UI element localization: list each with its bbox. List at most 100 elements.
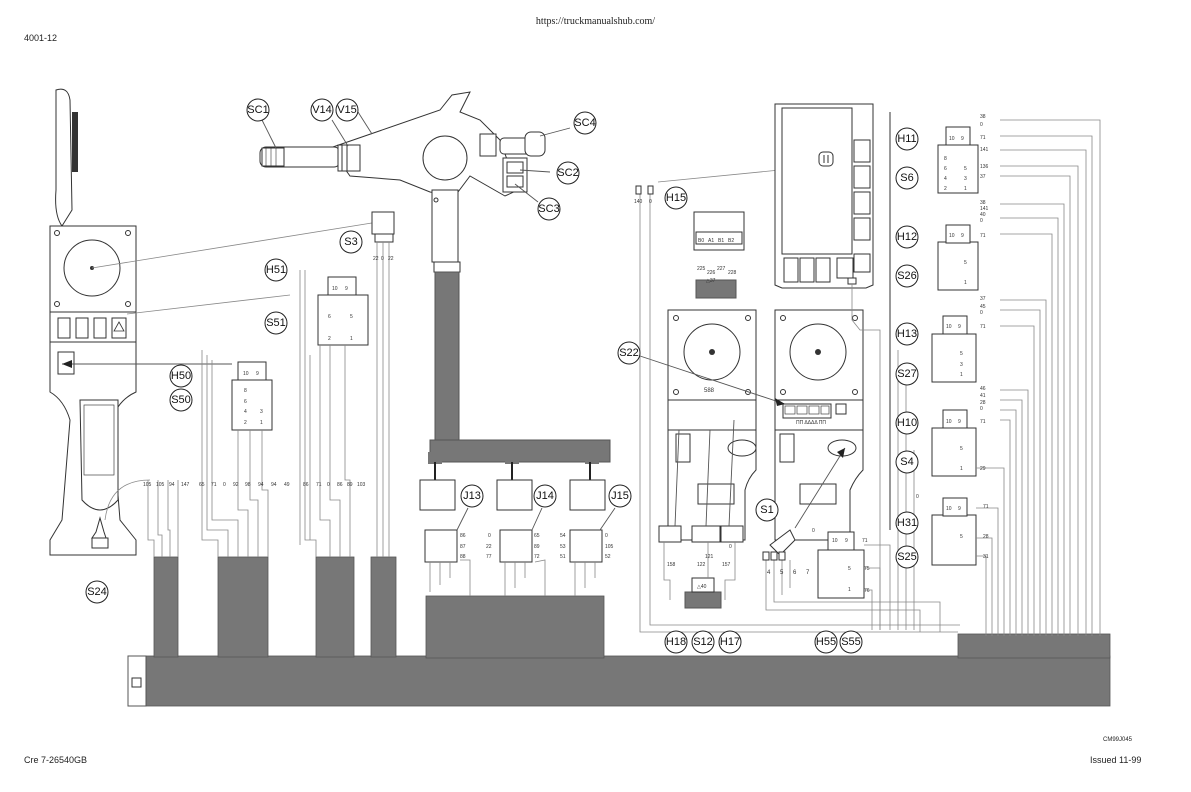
svg-text:△37: △37	[706, 278, 716, 284]
wire-numbers: 105 105 94 147 65 71 0 92 98 94 94 49 86…	[143, 114, 989, 594]
label-sc4: SC4	[573, 111, 597, 135]
label-sc3: SC3	[537, 197, 561, 221]
svg-text:158: 158	[667, 562, 676, 568]
svg-text:28: 28	[980, 400, 986, 406]
label-s26: S26	[895, 264, 919, 288]
s55-switch	[817, 531, 891, 630]
svg-text:5: 5	[848, 566, 851, 572]
s51-switch	[299, 270, 369, 557]
svg-text:1: 1	[260, 420, 263, 426]
label-s51: S51	[264, 311, 288, 335]
svg-text:0: 0	[812, 528, 815, 534]
svg-text:94: 94	[258, 482, 264, 488]
svg-text:71: 71	[980, 135, 986, 141]
svg-text:228: 228	[728, 270, 737, 276]
svg-text:71: 71	[980, 233, 986, 239]
label-s25: S25	[895, 545, 919, 569]
svg-text:72: 72	[534, 554, 540, 560]
svg-text:53: 53	[560, 544, 566, 550]
svg-text:89: 89	[534, 544, 540, 550]
svg-text:227: 227	[717, 266, 726, 272]
label-j15: J15	[608, 484, 632, 508]
svg-text:0: 0	[980, 122, 983, 128]
svg-text:S6: S6	[900, 172, 913, 184]
svg-text:6: 6	[944, 166, 947, 172]
svg-text:157: 157	[722, 562, 731, 568]
svg-text:38: 38	[980, 114, 986, 120]
svg-text:5: 5	[964, 166, 967, 172]
label-s1: S1	[755, 498, 779, 522]
label-s50: S50	[169, 388, 193, 412]
svg-text:0: 0	[488, 533, 491, 539]
svg-text:10: 10	[243, 371, 249, 377]
svg-text:S3: S3	[344, 236, 357, 248]
svg-text:38: 38	[980, 200, 986, 206]
svg-text:1: 1	[848, 587, 851, 593]
svg-text:37: 37	[980, 174, 986, 180]
svg-text:H13: H13	[897, 328, 917, 340]
label-s4: S4	[895, 450, 919, 474]
svg-text:5: 5	[960, 446, 963, 452]
svg-text:77: 77	[486, 554, 492, 560]
s22-instrument	[635, 169, 960, 633]
label-s27: S27	[895, 362, 919, 386]
svg-text:225: 225	[697, 266, 706, 272]
svg-text:0: 0	[980, 406, 983, 412]
svg-text:75: 75	[864, 566, 870, 572]
svg-text:0: 0	[381, 256, 384, 262]
svg-text:SC1: SC1	[247, 104, 268, 116]
label-h31: H31	[895, 511, 919, 535]
svg-text:3: 3	[260, 409, 263, 415]
svg-text:H12: H12	[897, 231, 917, 243]
svg-text:71: 71	[980, 324, 986, 330]
svg-text:9: 9	[958, 506, 961, 512]
source-url[interactable]: https://truckmanualshub.com/	[535, 16, 656, 27]
svg-text:65: 65	[534, 533, 540, 539]
label-v15: V15	[335, 98, 359, 122]
label-j14: J14	[533, 484, 557, 508]
svg-text:105: 105	[156, 482, 165, 488]
svg-text:S27: S27	[897, 368, 917, 380]
svg-text:0: 0	[916, 494, 919, 500]
label-h18: H18	[664, 630, 688, 654]
svg-text:40: 40	[980, 212, 986, 218]
svg-text:0: 0	[980, 310, 983, 316]
label-s12: S12	[691, 630, 715, 654]
svg-text:49: 49	[284, 482, 290, 488]
svg-text:86: 86	[303, 482, 309, 488]
svg-text:5: 5	[964, 260, 967, 266]
svg-text:V14: V14	[312, 104, 332, 116]
svg-text:71: 71	[211, 482, 217, 488]
svg-text:141: 141	[980, 206, 989, 212]
label-s24: S24	[85, 580, 109, 604]
svg-text:6: 6	[328, 314, 331, 320]
svg-text:9: 9	[845, 538, 848, 544]
svg-text:7: 7	[806, 570, 810, 576]
right-switch-column	[889, 112, 1101, 636]
svg-text:ΠΠ ΔΔΔΔ ΠΠ: ΠΠ ΔΔΔΔ ΠΠ	[796, 420, 826, 426]
svg-text:54: 54	[560, 533, 566, 539]
s1-switch	[762, 447, 941, 632]
svg-text:9: 9	[345, 286, 348, 292]
svg-text:98: 98	[245, 482, 251, 488]
svg-text:10: 10	[946, 419, 952, 425]
svg-text:S50: S50	[171, 394, 191, 406]
svg-text:V15: V15	[337, 104, 357, 116]
svg-text:2: 2	[944, 186, 947, 192]
svg-text:5: 5	[780, 570, 784, 576]
label-h11: H11	[895, 127, 919, 151]
svg-text:0: 0	[327, 482, 330, 488]
label-h50: H50	[169, 364, 193, 388]
svg-text:SC2: SC2	[557, 167, 578, 179]
svg-text:588: 588	[704, 388, 715, 394]
svg-text:3: 3	[960, 362, 963, 368]
svg-text:122: 122	[697, 562, 706, 568]
svg-text:S51: S51	[266, 317, 286, 329]
svg-text:86: 86	[337, 482, 343, 488]
label-sc1: SC1	[246, 98, 270, 122]
svg-text:1: 1	[960, 466, 963, 472]
svg-text:0: 0	[729, 544, 732, 550]
svg-text:H10: H10	[897, 417, 917, 429]
label-s55: S55	[839, 630, 863, 654]
svg-text:8: 8	[944, 156, 947, 162]
